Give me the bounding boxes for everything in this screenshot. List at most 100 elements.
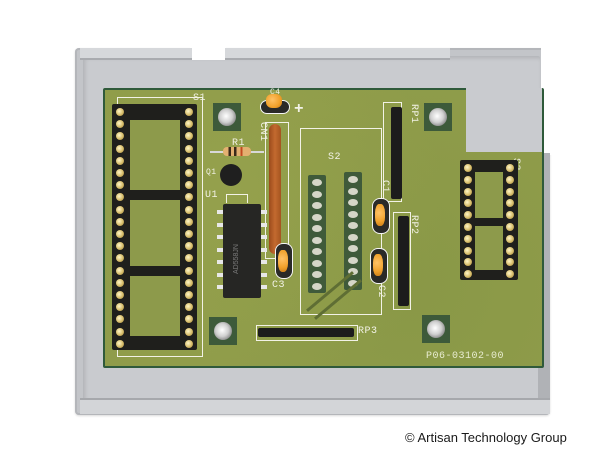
enclosure-wall-bottom xyxy=(80,398,550,414)
standoff-screw xyxy=(209,317,237,345)
socket-pin xyxy=(506,258,514,267)
socket-pin xyxy=(464,234,472,243)
socket-pin xyxy=(116,120,124,129)
standoff-screw xyxy=(422,315,450,343)
s1-socket xyxy=(112,104,197,350)
ic-leg xyxy=(217,260,223,264)
socket-pin xyxy=(116,193,124,202)
socket-pin xyxy=(185,278,193,287)
socket-pin xyxy=(185,339,193,348)
s2-pad xyxy=(348,199,358,206)
rp1-resistor-pack xyxy=(391,107,402,199)
u1-notch-outline xyxy=(226,194,248,203)
socket-pin xyxy=(116,132,124,141)
socket-pin xyxy=(506,164,514,172)
socket-pin xyxy=(185,327,193,336)
socket-pin xyxy=(185,205,193,214)
socket-pin xyxy=(506,187,514,196)
socket-pin xyxy=(506,223,514,231)
ic-leg xyxy=(261,260,267,264)
u1-label: U1 xyxy=(205,190,219,201)
enclosure-wall-top-left xyxy=(80,48,192,60)
c4-label: C4 xyxy=(270,88,281,97)
s2-pad xyxy=(312,179,322,186)
socket-pin xyxy=(185,242,193,251)
s2-pad xyxy=(348,176,358,183)
s2-label: S2 xyxy=(328,152,342,163)
socket-pin xyxy=(464,246,472,255)
s2-pad xyxy=(312,202,322,209)
copyright-watermark: © Artisan Technology Group xyxy=(405,430,567,445)
socket-pin xyxy=(464,187,472,196)
socket-pin xyxy=(464,199,472,208)
c3-label: C3 xyxy=(272,280,286,291)
s2-pad xyxy=(312,248,322,255)
socket-pin xyxy=(506,270,514,279)
ic-leg xyxy=(217,210,223,214)
socket-pin xyxy=(464,258,472,267)
rp1-label: RP1 xyxy=(408,104,419,124)
socket-pin xyxy=(116,205,124,214)
socket-pin xyxy=(185,108,193,116)
socket-pin xyxy=(116,181,124,190)
ic-leg xyxy=(217,235,223,239)
s2-pad xyxy=(312,225,322,232)
socket-pin xyxy=(116,217,124,226)
s2-pad xyxy=(348,222,358,229)
socket-pin xyxy=(185,266,193,275)
socket-pin xyxy=(116,303,124,312)
rp3-label: RP3 xyxy=(358,326,378,337)
socket-pin xyxy=(464,270,472,279)
socket-pin xyxy=(185,144,193,153)
u1-chip-marking: AD558JN xyxy=(233,244,240,274)
s2-pad xyxy=(348,187,358,195)
socket-pin xyxy=(506,199,514,208)
cn1-component xyxy=(269,124,281,254)
socket-pin xyxy=(185,181,193,190)
rp3-outline xyxy=(256,325,358,341)
socket-pin xyxy=(185,254,193,263)
s2-pad xyxy=(312,282,322,290)
socket-pin xyxy=(464,175,472,184)
enclosure-wall-top-right xyxy=(225,48,450,60)
ic-leg xyxy=(261,247,267,252)
socket-pin xyxy=(185,303,193,312)
standoff-screw xyxy=(424,103,452,131)
ic-leg xyxy=(261,222,267,227)
rp3-resistor-pack xyxy=(258,328,354,337)
pcb-corner-cutout xyxy=(466,88,542,152)
socket-pin xyxy=(185,315,193,324)
c2-label: C2 xyxy=(375,285,386,299)
socket-pin xyxy=(116,156,124,165)
s2-pad xyxy=(312,271,322,278)
ic-leg xyxy=(261,210,267,214)
standoff-screw xyxy=(213,103,241,131)
ic-leg xyxy=(217,285,223,289)
enclosure-right-notch xyxy=(541,40,600,155)
q1-transistor xyxy=(220,164,242,186)
rp2-label: RP2 xyxy=(408,215,419,235)
s2-pad xyxy=(312,213,322,221)
socket-pin xyxy=(116,315,124,324)
socket-pin xyxy=(116,242,124,251)
c1-capacitor xyxy=(375,204,385,226)
socket-pin xyxy=(506,234,514,243)
s2-pad xyxy=(348,256,358,264)
socket-pin xyxy=(185,217,193,226)
s1-label: S1 xyxy=(193,93,207,104)
ic-leg xyxy=(217,222,223,227)
ic-leg xyxy=(261,235,267,239)
q1-label: Q1 xyxy=(206,168,217,177)
rp2-outline xyxy=(393,212,411,310)
s2-pad xyxy=(312,190,322,198)
socket-pin xyxy=(185,120,193,129)
s2-pad xyxy=(348,279,358,287)
enclosure-top-notch xyxy=(190,40,226,60)
s2-pad xyxy=(312,236,322,244)
cn1-label: CN1 xyxy=(257,122,268,142)
socket-pin xyxy=(506,175,514,184)
rp2-resistor-pack xyxy=(398,216,409,306)
socket-pin xyxy=(116,230,124,238)
c1-label: C1 xyxy=(379,180,390,194)
c4-capacitor xyxy=(266,94,282,108)
